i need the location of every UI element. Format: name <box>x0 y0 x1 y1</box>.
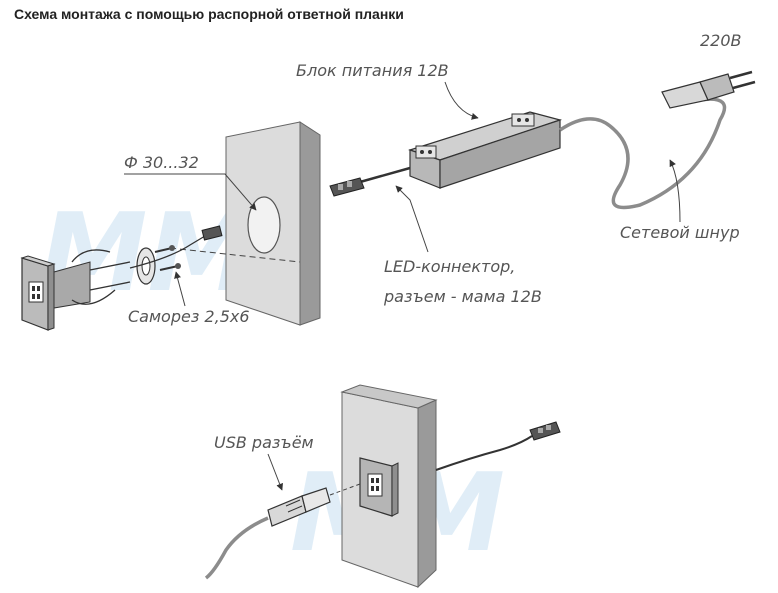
mains-plug <box>661 70 756 109</box>
label-mains-cord: Сетевой шнур <box>620 223 740 242</box>
label-usb: USB разъём <box>214 433 314 452</box>
usb-module <box>359 457 399 517</box>
module-connector <box>201 225 223 241</box>
leader-power-supply <box>444 81 479 120</box>
usb-led-connector <box>529 421 561 441</box>
spacer-ring <box>136 247 156 285</box>
spring-clip-bottom <box>71 289 116 305</box>
screws <box>154 245 181 271</box>
label-220v: 220В <box>700 31 742 50</box>
usb-plug <box>267 487 331 527</box>
spring-clip-top <box>71 249 111 263</box>
mains-cord <box>559 97 727 210</box>
label-power-supply: Блок питания 12В <box>296 61 449 80</box>
usb-cable <box>204 516 269 580</box>
leader-screw <box>174 271 186 307</box>
label-screw: Саморез 2,5х6 <box>128 307 250 326</box>
wall-panel-top <box>225 121 321 326</box>
page-title: Схема монтажа с помощью распорной ответн… <box>14 6 404 22</box>
leader-usb <box>267 453 283 491</box>
axis-line <box>169 247 301 263</box>
mounting-hole <box>247 196 281 254</box>
label-led-connector-1: LED-коннектор, <box>384 257 515 276</box>
led-module <box>20 249 131 331</box>
label-led-connector-2: разъем - мама 12В <box>383 287 542 306</box>
leader-mains-cord <box>669 159 681 223</box>
power-supply-unit <box>408 111 563 189</box>
label-diameter: Ф 30...32 <box>124 153 199 172</box>
led-connector-female <box>329 177 365 197</box>
leader-led-connector <box>395 185 429 253</box>
leader-diameter <box>124 173 257 211</box>
